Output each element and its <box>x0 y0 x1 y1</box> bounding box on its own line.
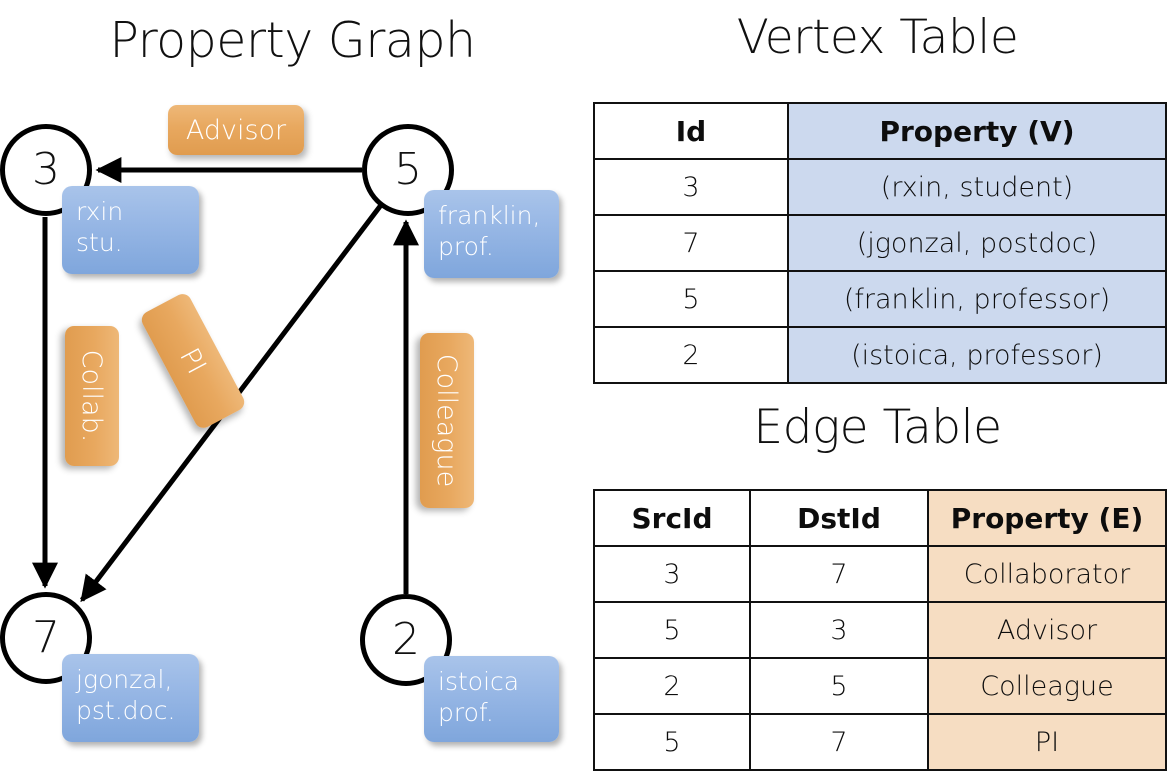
vertex-table-header-property: Property (V) <box>787 102 1167 160</box>
table-row[interactable]: 3 (rxin, student) <box>593 158 1167 216</box>
page-title-edge-table: Edge Table <box>753 400 1002 455</box>
vertex-cell-property: (franklin, professor) <box>787 270 1167 328</box>
edge-label-collab: Collab. <box>65 326 119 466</box>
edge-cell-property: Collaborator <box>927 545 1167 603</box>
node-property-box-7: jgonzal, pst.doc. <box>62 654 199 742</box>
edge-cell-property: Colleague <box>927 657 1167 715</box>
vertex-cell-id: 5 <box>593 270 789 328</box>
edge-table-header-property: Property (E) <box>927 489 1167 547</box>
table-row[interactable]: 5 3 Advisor <box>593 601 1167 659</box>
edge-table-header-dstid: DstId <box>749 489 929 547</box>
vertex-cell-id: 7 <box>593 214 789 272</box>
edge-label-colleague: Colleague <box>420 333 474 508</box>
vertex-cell-property: (rxin, student) <box>787 158 1167 216</box>
vertex-cell-id: 3 <box>593 158 789 216</box>
table-row[interactable]: 7 (jgonzal, postdoc) <box>593 214 1167 272</box>
node-property-box-2: istoica prof. <box>424 656 559 742</box>
node-property-box-3: rxin stu. <box>62 186 199 274</box>
vertex-cell-property: (jgonzal, postdoc) <box>787 214 1167 272</box>
edge-table-header-srcid: SrcId <box>593 489 751 547</box>
edge-cell-property: PI <box>927 713 1167 771</box>
edge-cell-dstid: 7 <box>749 545 929 603</box>
page-title-property-graph: Property Graph <box>109 12 476 69</box>
edge-cell-dstid: 5 <box>749 657 929 715</box>
vertex-table-header-row: Id Property (V) <box>593 102 1167 160</box>
table-row[interactable]: 5 (franklin, professor) <box>593 270 1167 328</box>
vertex-cell-property: (istoica, professor) <box>787 326 1167 384</box>
edge-cell-dstid: 7 <box>749 713 929 771</box>
property-graph-diagram: 3 5 7 2 rxin stu. franklin, prof. jgonza… <box>0 0 585 760</box>
edge-cell-dstid: 3 <box>749 601 929 659</box>
vertex-table: Id Property (V) 3 (rxin, student) 7 (jgo… <box>593 102 1167 384</box>
page-title-vertex-table: Vertex Table <box>736 10 1019 65</box>
vertex-table-header-id: Id <box>593 102 789 160</box>
edge-label-advisor: Advisor <box>168 105 304 155</box>
vertex-cell-id: 2 <box>593 326 789 384</box>
edge-table: SrcId DstId Property (E) 3 7 Collaborato… <box>593 489 1167 771</box>
edge-cell-srcid: 5 <box>593 713 751 771</box>
node-property-box-5: franklin, prof. <box>424 190 559 278</box>
edge-cell-srcid: 3 <box>593 545 751 603</box>
table-row[interactable]: 3 7 Collaborator <box>593 545 1167 603</box>
edge-cell-srcid: 2 <box>593 657 751 715</box>
edge-cell-property: Advisor <box>927 601 1167 659</box>
edge-cell-srcid: 5 <box>593 601 751 659</box>
table-row[interactable]: 2 (istoica, professor) <box>593 326 1167 384</box>
table-row[interactable]: 2 5 Colleague <box>593 657 1167 715</box>
edge-table-header-row: SrcId DstId Property (E) <box>593 489 1167 547</box>
graph-node-5[interactable]: 5 <box>362 124 454 216</box>
graph-node-2[interactable]: 2 <box>360 594 452 686</box>
table-row[interactable]: 5 7 PI <box>593 713 1167 771</box>
